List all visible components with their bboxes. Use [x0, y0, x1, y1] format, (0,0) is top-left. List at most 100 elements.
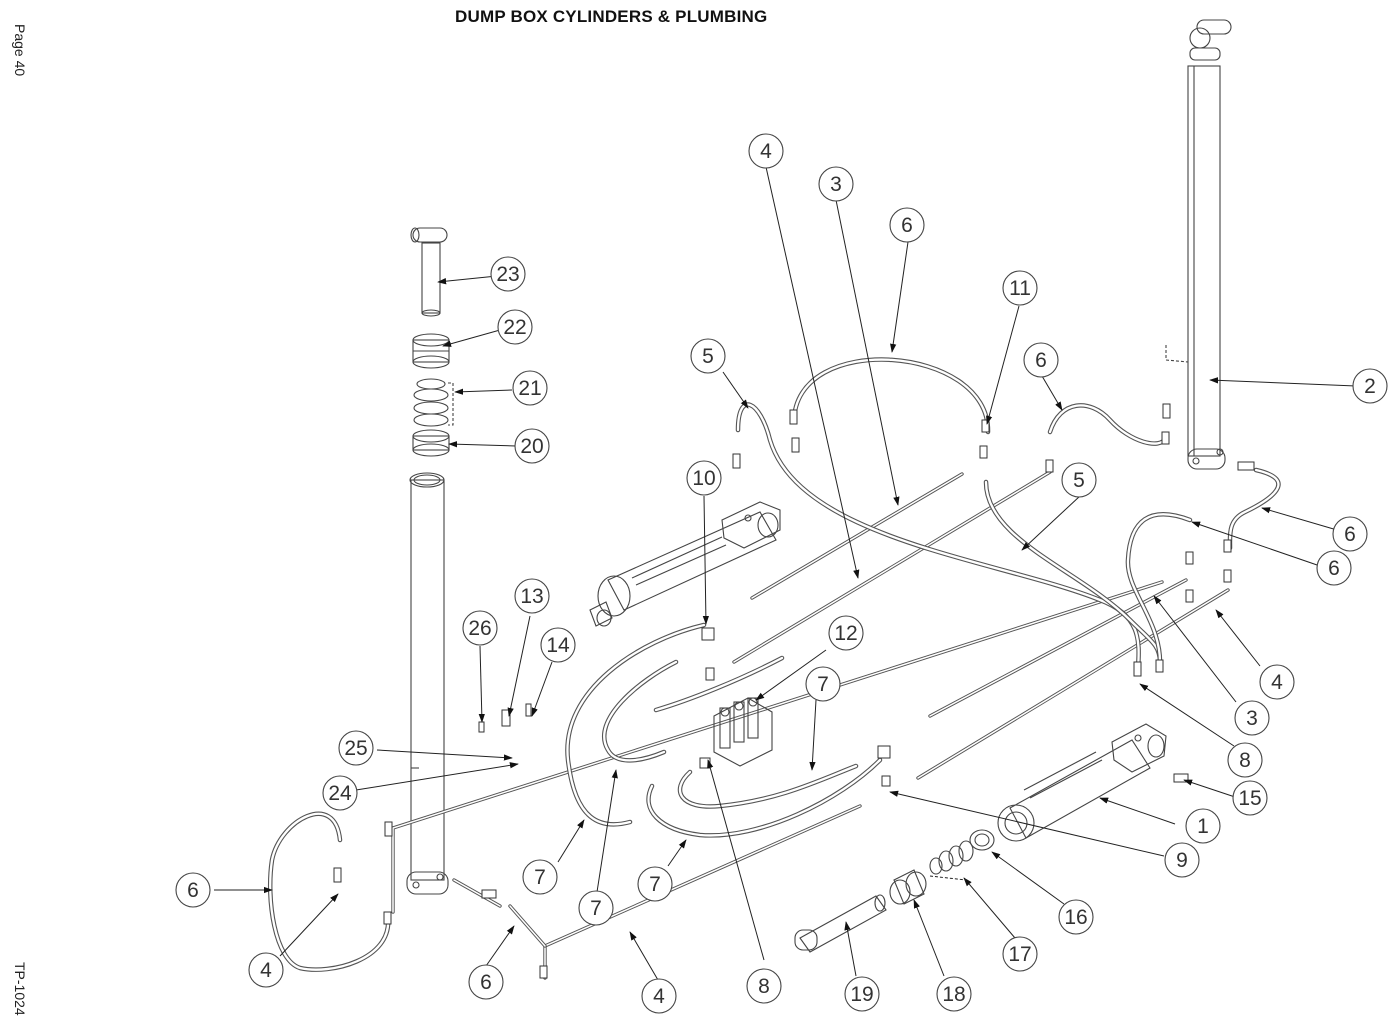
- callout-circle: [1352, 368, 1388, 404]
- callout-number: 6: [480, 971, 492, 994]
- callout-number: 23: [496, 263, 519, 286]
- callout-number: 8: [1239, 749, 1251, 772]
- callout-number: 2: [1364, 375, 1376, 398]
- callout-number: 10: [692, 467, 715, 490]
- callout-circle: [686, 460, 722, 496]
- callout-circle: [690, 338, 726, 374]
- callout-17: 17: [1002, 936, 1038, 972]
- callout-circle: [1023, 342, 1059, 378]
- callout-number: 6: [1344, 523, 1356, 546]
- callout-circle: [1185, 808, 1221, 844]
- callout-circle: [637, 866, 673, 902]
- callout-number: 14: [546, 634, 570, 657]
- callout-circle: [1316, 550, 1352, 586]
- callout-circle: [497, 309, 533, 345]
- callout-5: 5: [1061, 462, 1097, 498]
- callout-26: 26: [462, 610, 498, 646]
- callout-circle: [889, 207, 925, 243]
- rod-part-19: [794, 894, 887, 953]
- callout-circle: [540, 627, 576, 663]
- callout-circle: [1259, 664, 1295, 700]
- callout-number: 5: [1073, 469, 1085, 492]
- callout-number: 21: [518, 377, 541, 400]
- callout-3: 3: [818, 166, 854, 202]
- callout-circle: [514, 578, 550, 614]
- callout-circle: [468, 964, 504, 1000]
- callout-bubbles: 1233444455666666777788910111213141516171…: [175, 133, 1388, 1014]
- right-cylinder-part-2: [1165, 19, 1232, 470]
- callout-circle: [338, 730, 374, 766]
- callout-number: 15: [1238, 787, 1261, 810]
- callout-number: 6: [187, 879, 199, 902]
- page-title: DUMP BOX CYLINDERS & PLUMBING: [455, 7, 768, 26]
- callout-circle: [818, 166, 854, 202]
- callout-10: 10: [686, 460, 722, 496]
- callout-circle: [1227, 742, 1263, 778]
- callout-number: 16: [1064, 906, 1087, 929]
- callout-circle: [1002, 270, 1038, 306]
- seal-kit-part-21: [413, 378, 454, 427]
- callout-number: 25: [344, 737, 367, 760]
- callout-circle: [805, 666, 841, 702]
- callout-6: 6: [1316, 550, 1352, 586]
- lower-seal-parts: [794, 829, 995, 953]
- callout-14: 14: [540, 627, 576, 663]
- callout-circle: [578, 890, 614, 926]
- callout-6: 6: [175, 872, 211, 908]
- upper-horizontal-cylinder: [589, 501, 781, 627]
- callout-circle: [1232, 780, 1268, 816]
- control-valve-part-12: [713, 697, 773, 767]
- callout-circle: [641, 978, 677, 1014]
- callout-15: 15: [1232, 780, 1268, 816]
- callout-6: 6: [1332, 516, 1368, 552]
- cylinder-rod-part-23: [410, 227, 448, 317]
- callout-circle: [1058, 899, 1094, 935]
- callout-4: 4: [248, 952, 284, 988]
- callout-number: 6: [1035, 349, 1047, 372]
- callout-number: 12: [834, 622, 857, 645]
- callout-circle: [936, 976, 972, 1012]
- callout-number: 26: [468, 617, 491, 640]
- callout-number: 24: [328, 782, 352, 805]
- callout-6: 6: [468, 964, 504, 1000]
- callout-number: 19: [850, 983, 873, 1006]
- callout-circle: [522, 859, 558, 895]
- leader-lines: [214, 166, 1357, 981]
- fittings: [333, 403, 1255, 979]
- callout-23: 23: [490, 256, 526, 292]
- callout-8: 8: [746, 968, 782, 1004]
- cylinder-barrel-left: [406, 472, 449, 895]
- callout-21: 21: [512, 370, 548, 406]
- callout-circle: [844, 976, 880, 1012]
- callout-16: 16: [1058, 899, 1094, 935]
- callout-circle: [746, 968, 782, 1004]
- callout-number: 17: [1008, 943, 1031, 966]
- callout-number: 13: [520, 585, 543, 608]
- callout-circle: [248, 952, 284, 988]
- callout-circle: [490, 256, 526, 292]
- callout-4: 4: [641, 978, 677, 1014]
- callout-7: 7: [805, 666, 841, 702]
- callout-circle: [322, 775, 358, 811]
- gland-part-20: [412, 429, 450, 457]
- callout-7: 7: [522, 859, 558, 895]
- callout-number: 20: [520, 435, 543, 458]
- callout-19: 19: [844, 976, 880, 1012]
- callout-number: 4: [760, 140, 772, 163]
- lower-horizontal-cylinder-part-1: [997, 723, 1167, 842]
- callout-13: 13: [514, 578, 550, 614]
- callout-7: 7: [637, 866, 673, 902]
- callout-number: 9: [1176, 849, 1188, 872]
- callout-2: 2: [1352, 368, 1388, 404]
- callout-5: 5: [690, 338, 726, 374]
- callout-25: 25: [338, 730, 374, 766]
- callout-4: 4: [748, 133, 784, 169]
- callout-12: 12: [828, 615, 864, 651]
- callout-number: 4: [1271, 671, 1283, 694]
- callout-11: 11: [1002, 270, 1038, 306]
- callout-24: 24: [322, 775, 358, 811]
- callout-7: 7: [578, 890, 614, 926]
- callout-circle: [462, 610, 498, 646]
